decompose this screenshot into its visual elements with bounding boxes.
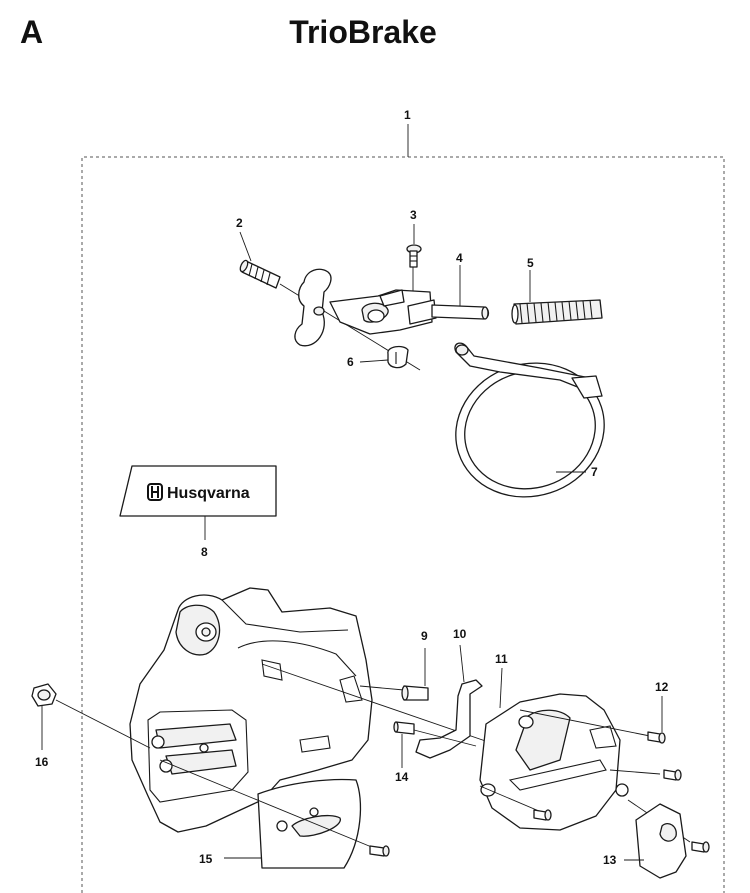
- callout-9: 9: [421, 629, 428, 643]
- part-11-brake-housing: [479, 693, 629, 831]
- callout-11: 11: [495, 652, 508, 666]
- callout-1: 1: [404, 108, 411, 122]
- callout-10: 10: [453, 627, 467, 641]
- callout-15: 15: [199, 852, 213, 866]
- callout-13: 13: [603, 853, 617, 867]
- brake-lever: [294, 268, 332, 347]
- part-2-sleeve: [239, 259, 281, 289]
- part-16-nut: [31, 683, 57, 707]
- part-4-rod: [431, 304, 490, 320]
- part-14-pin: [393, 721, 415, 735]
- screw-lower: [533, 809, 552, 821]
- callout-3: 3: [410, 208, 417, 222]
- husqvarna-logo: [147, 483, 163, 501]
- callout-5: 5: [527, 256, 534, 270]
- callout-2: 2: [236, 216, 243, 230]
- toggle-link-assembly: [329, 289, 437, 335]
- part-5-spring: [511, 299, 603, 325]
- part-7-brake-band: [454, 342, 605, 498]
- part-9-bushing: [401, 685, 429, 701]
- callout-7: 7: [591, 465, 598, 479]
- callout-8: 8: [201, 545, 208, 559]
- section-letter: A: [20, 14, 44, 50]
- screw-plate: [369, 845, 390, 857]
- page-title: TrioBrake: [289, 14, 437, 50]
- part-15-plate: [257, 778, 362, 869]
- assembly-boundary: [81, 156, 725, 893]
- callout-12: 12: [655, 680, 669, 694]
- screw-bottom-right: [691, 841, 710, 853]
- part-10-spring-arm: [415, 679, 483, 759]
- decal-brand-text: Husqvarna: [167, 485, 250, 502]
- callout-14: 14: [395, 770, 409, 784]
- callout-16: 16: [35, 755, 49, 769]
- part-6-clip: [387, 345, 409, 369]
- clutch-cover-housing: [129, 587, 373, 833]
- part-8-decal: Husqvarna: [119, 465, 277, 517]
- screw-12: [647, 731, 666, 744]
- callout-6: 6: [347, 355, 354, 369]
- part-13-bracket: [635, 803, 687, 879]
- part-3-screw: [406, 244, 422, 298]
- callout-4: 4: [456, 251, 463, 265]
- screw-mid: [663, 769, 682, 781]
